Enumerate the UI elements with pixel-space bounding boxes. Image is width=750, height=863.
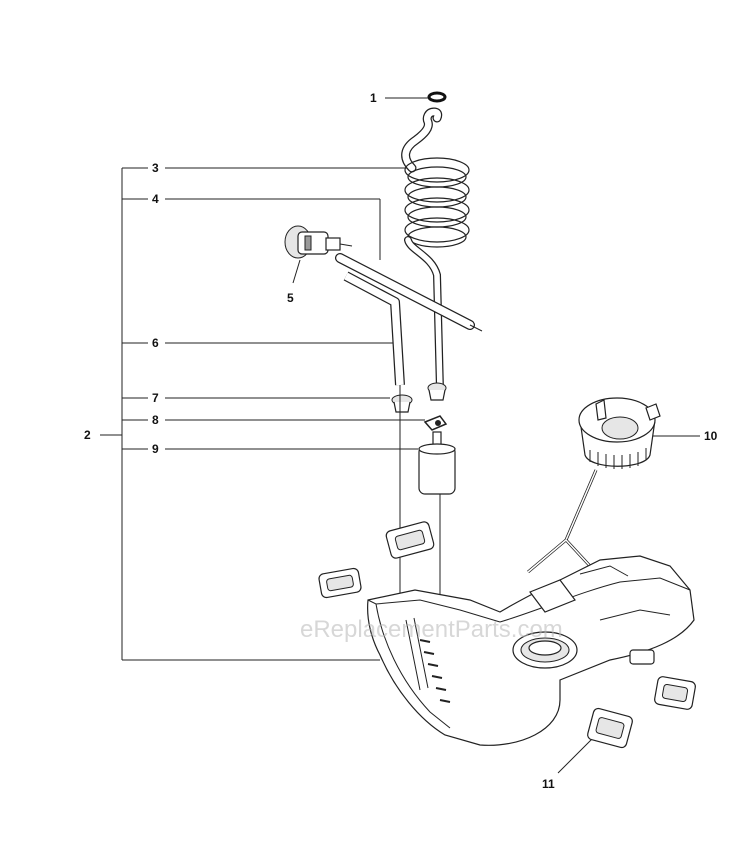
o-ring-part (427, 91, 447, 103)
callout-11: 11 (542, 777, 555, 791)
callout-8: 8 (152, 413, 159, 427)
callout-7: 7 (152, 391, 159, 405)
fuel-filter-part (399, 385, 456, 600)
callout-10: 10 (704, 429, 718, 443)
callout-5: 5 (287, 291, 294, 305)
vibration-damper-part (318, 521, 696, 749)
watermark: eReplacementParts.com (300, 616, 563, 643)
callout-1: 1 (370, 91, 377, 105)
hose-clip-part (423, 415, 448, 431)
callout-2: 2 (84, 428, 91, 442)
primer-bulb-part (284, 225, 353, 259)
callout-4: 4 (152, 192, 159, 206)
fuel-hoses-part (335, 253, 483, 386)
fuel-cap-part (527, 397, 661, 574)
callout-9: 9 (152, 442, 159, 456)
coiled-fuel-hose-part (401, 107, 470, 394)
callout-6: 6 (152, 336, 159, 350)
grommet-part (391, 382, 447, 413)
fuel-tank-part (367, 555, 695, 746)
callout-labels: 1 2 3 4 5 6 7 8 9 10 11 (84, 91, 718, 791)
callout-3: 3 (152, 161, 159, 175)
leader-lines (100, 97, 700, 774)
